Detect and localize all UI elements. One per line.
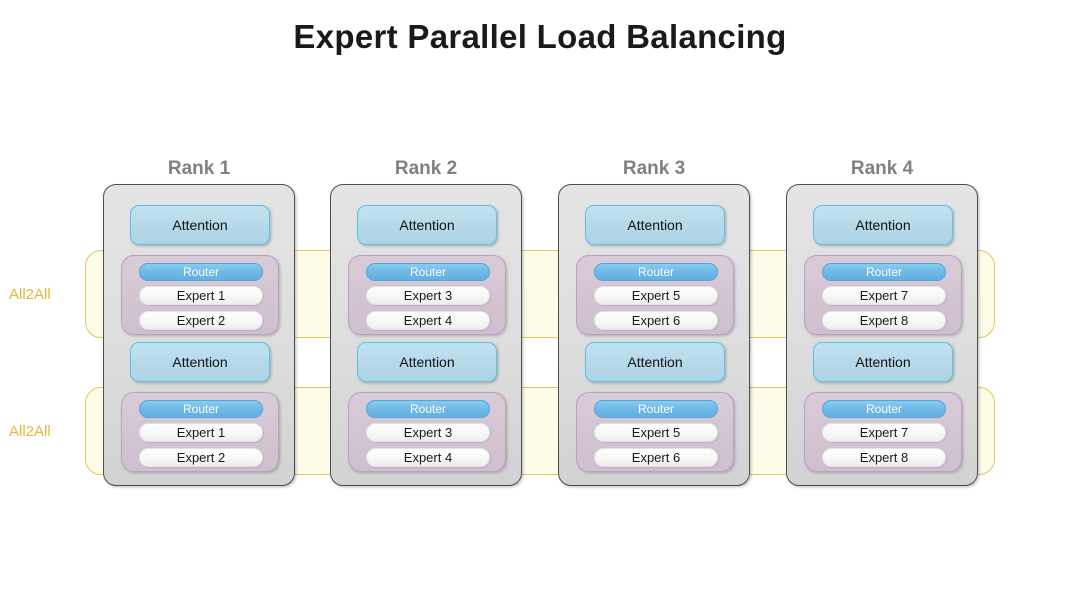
router-block: Router bbox=[822, 263, 946, 281]
expert-block: Expert 4 bbox=[366, 448, 490, 467]
expert-block: Expert 7 bbox=[822, 286, 946, 305]
rank-box-3: Attention Router Expert 5 Expert 6 Atten… bbox=[558, 184, 750, 486]
rank-label-2: Rank 2 bbox=[394, 158, 458, 179]
expert-block: Expert 8 bbox=[822, 311, 946, 330]
expert-block: Expert 1 bbox=[139, 423, 263, 442]
expert-block: Expert 5 bbox=[594, 286, 718, 305]
expert-block: Expert 8 bbox=[822, 448, 946, 467]
expert-block: Expert 1 bbox=[139, 286, 263, 305]
expert-block: Expert 6 bbox=[594, 311, 718, 330]
rank-label-4: Rank 4 bbox=[850, 158, 914, 179]
moe-block: Router Expert 3 Expert 4 bbox=[348, 255, 506, 335]
moe-block: Router Expert 3 Expert 4 bbox=[348, 392, 506, 472]
attention-block: Attention bbox=[585, 205, 725, 245]
expert-block: Expert 7 bbox=[822, 423, 946, 442]
router-block: Router bbox=[366, 400, 490, 418]
rank-box-4: Attention Router Expert 7 Expert 8 Atten… bbox=[786, 184, 978, 486]
attention-block: Attention bbox=[813, 205, 953, 245]
all2all-label-layer-2: All2All bbox=[9, 423, 51, 440]
expert-block: Expert 3 bbox=[366, 423, 490, 442]
router-block: Router bbox=[594, 263, 718, 281]
expert-block: Expert 4 bbox=[366, 311, 490, 330]
all2all-label-layer-1: All2All bbox=[9, 286, 51, 303]
attention-block: Attention bbox=[130, 342, 270, 382]
expert-block: Expert 5 bbox=[594, 423, 718, 442]
rank-label-1: Rank 1 bbox=[167, 158, 231, 179]
attention-block: Attention bbox=[130, 205, 270, 245]
attention-block: Attention bbox=[357, 205, 497, 245]
router-block: Router bbox=[366, 263, 490, 281]
attention-block: Attention bbox=[813, 342, 953, 382]
moe-block: Router Expert 1 Expert 2 bbox=[121, 392, 279, 472]
moe-block: Router Expert 7 Expert 8 bbox=[804, 255, 962, 335]
expert-block: Expert 2 bbox=[139, 448, 263, 467]
moe-block: Router Expert 7 Expert 8 bbox=[804, 392, 962, 472]
moe-block: Router Expert 5 Expert 6 bbox=[576, 392, 734, 472]
attention-block: Attention bbox=[585, 342, 725, 382]
expert-block: Expert 2 bbox=[139, 311, 263, 330]
moe-block: Router Expert 1 Expert 2 bbox=[121, 255, 279, 335]
page-title: Expert Parallel Load Balancing bbox=[293, 18, 787, 55]
rank-label-3: Rank 3 bbox=[622, 158, 686, 179]
rank-box-1: Attention Router Expert 1 Expert 2 Atten… bbox=[103, 184, 295, 486]
rank-box-2: Attention Router Expert 3 Expert 4 Atten… bbox=[330, 184, 522, 486]
router-block: Router bbox=[822, 400, 946, 418]
router-block: Router bbox=[594, 400, 718, 418]
moe-block: Router Expert 5 Expert 6 bbox=[576, 255, 734, 335]
expert-block: Expert 6 bbox=[594, 448, 718, 467]
router-block: Router bbox=[139, 263, 263, 281]
expert-block: Expert 3 bbox=[366, 286, 490, 305]
router-block: Router bbox=[139, 400, 263, 418]
attention-block: Attention bbox=[357, 342, 497, 382]
